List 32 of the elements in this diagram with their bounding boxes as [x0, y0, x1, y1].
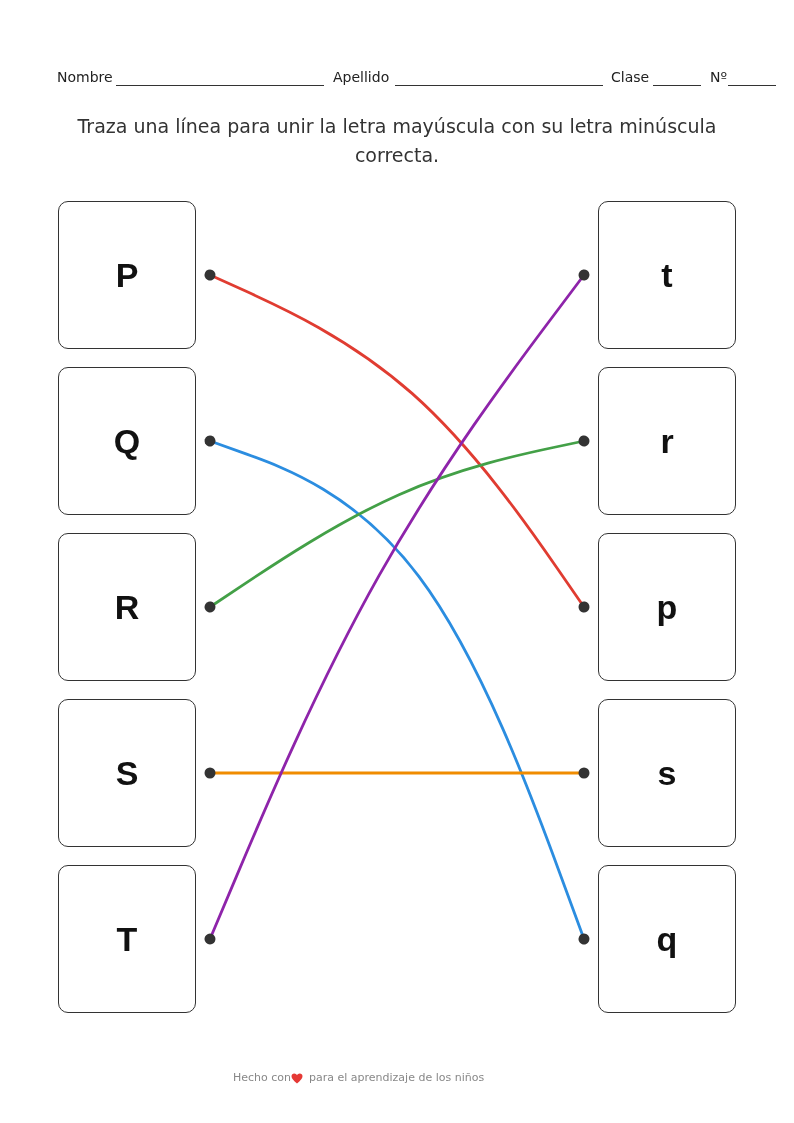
letter: s — [657, 753, 677, 793]
letter-card — [58, 201, 196, 349]
letter: T — [116, 919, 138, 959]
matching-line — [204, 767, 590, 779]
field-label: Clase — [611, 69, 650, 85]
footer-text: Hecho con — [233, 1071, 292, 1084]
letter: q — [656, 919, 678, 959]
letter: t — [661, 255, 673, 295]
field-label: Apellido — [333, 69, 390, 85]
letter-card — [598, 533, 736, 681]
footer-text: para el aprendizaje de los niños — [309, 1071, 485, 1084]
matching-line — [204, 435, 590, 945]
letter: Q — [113, 421, 141, 461]
letter-card — [598, 367, 736, 515]
letter-card — [598, 201, 736, 349]
letter-card — [58, 367, 196, 515]
field-label: Nombre — [57, 69, 113, 85]
matching-line — [204, 269, 590, 945]
letter: P — [115, 255, 139, 295]
letter: p — [656, 587, 678, 627]
letter-card — [598, 865, 736, 1013]
letter: r — [660, 421, 674, 461]
field-label: Nº — [710, 69, 728, 85]
matching-line — [204, 435, 590, 613]
letter-card — [58, 533, 196, 681]
letter: S — [115, 753, 139, 793]
letter: R — [114, 587, 140, 627]
matching-line — [204, 269, 590, 613]
letter-card — [598, 699, 736, 847]
letter-card — [58, 699, 196, 847]
letter-card — [58, 865, 196, 1013]
instruction-text: Traza una línea para unir la letra mayúscula con su letra minúscula correcta. — [76, 114, 718, 168]
